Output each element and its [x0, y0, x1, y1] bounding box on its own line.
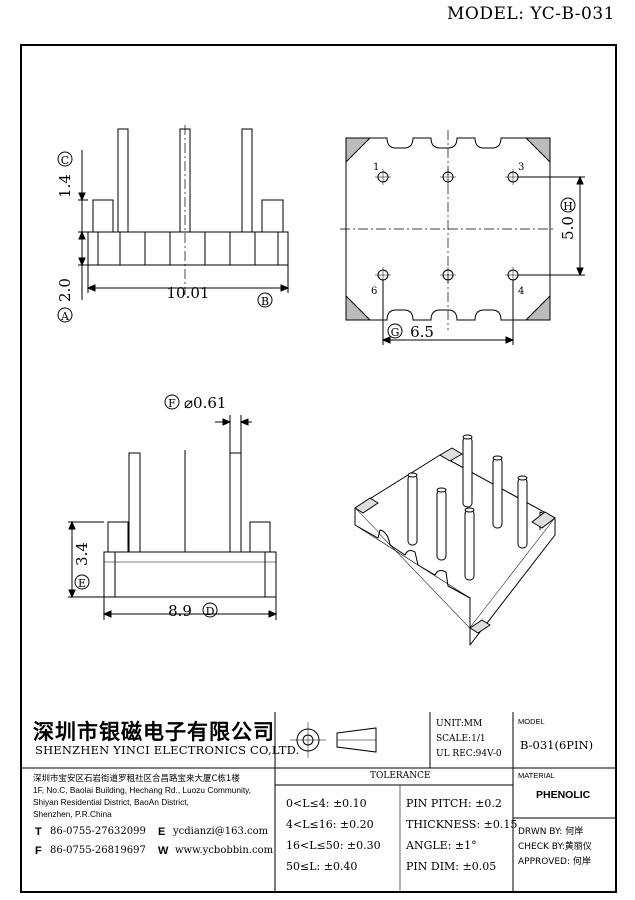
company-name-cn: 深圳市银磁电子有限公司: [33, 720, 275, 744]
tolerance-left-row: 16<L≤50: ±0.30: [286, 839, 381, 852]
label-c: C: [61, 154, 69, 167]
label-e: E: [78, 577, 86, 590]
top-view: [340, 130, 585, 345]
tolerance-left-row: 0<L≤4: ±0.10: [286, 797, 367, 810]
pin-3-label: 3: [518, 162, 524, 173]
phone-label: T: [35, 826, 42, 838]
dim-e-value: 3.4: [73, 542, 91, 566]
checked-by: CHECK BY:黄丽仪: [518, 842, 592, 852]
dim-width-value: 10.01: [167, 284, 210, 302]
pin-4-label: 4: [518, 286, 524, 297]
tolerance-left-row: 4<L≤16: ±0.20: [286, 818, 374, 831]
tolerance-left-row: 50≤L: ±0.40: [286, 860, 358, 873]
approved-by: APPROVED: 何岸: [518, 857, 591, 867]
email-value: ycdianzi@163.com: [173, 826, 269, 837]
model-title: MODEL: YC-B-031: [447, 4, 615, 24]
address-en-2: Shiyan Residential District, BaoAn Distr…: [33, 797, 189, 807]
phone-value: 86-0755-27632099: [50, 826, 146, 837]
material-label: MATERIAL: [518, 771, 555, 780]
front-view: [57, 125, 290, 323]
dim-a-value: 2.0: [56, 278, 74, 302]
tolerance-title: TOLERANCE: [370, 771, 431, 781]
side-view: [68, 394, 278, 620]
website-label: W: [158, 845, 169, 857]
pin-1-label: 1: [373, 162, 379, 173]
label-g: G: [391, 326, 400, 339]
title-block-lines: [21, 712, 616, 892]
dim-d-value: 8.9: [168, 602, 192, 620]
drawn-by: DRWN BY: 何岸: [518, 827, 584, 837]
tolerance-right-row: PIN DIM: ±0.05: [406, 860, 497, 873]
tolerance-left: 0<L≤4: ±0.10 4<L≤16: ±0.20 16<L≤50: ±0.3…: [286, 793, 381, 877]
dim-f-value: ⌀0.61: [184, 394, 226, 412]
fax-value: 86-0755-26819697: [50, 845, 146, 856]
unit-text: UNIT:MM: [436, 719, 483, 729]
label-b: B: [261, 295, 269, 308]
address-en-1: 1F, No.C, Baolai Building, Hechang Rd., …: [33, 785, 251, 795]
website-value: www.ycbobbin.com: [175, 845, 274, 856]
model-value: B-031(6PIN): [520, 738, 594, 752]
dim-c-value: 1.4: [56, 174, 74, 198]
tolerance-right-row: THICKNESS: ±0.15: [406, 818, 518, 831]
ul-text: UL REC:94V-0: [436, 749, 502, 759]
drawing-frame: [20, 44, 617, 893]
address-en-3: Shenzhen, P.R.China: [33, 809, 112, 819]
label-a: A: [60, 310, 70, 323]
label-h: H: [563, 200, 573, 213]
label-d: D: [206, 605, 215, 618]
fax-label: F: [35, 845, 42, 857]
material-value: PHENOLIC: [536, 789, 591, 801]
model-label: MODEL: [518, 717, 545, 726]
tolerance-right-row: ANGLE: ±1°: [406, 839, 477, 852]
address-cn: 深圳市宝安区石岩街道罗租社区合昌路宝来大厦C栋1楼: [33, 774, 240, 784]
tolerance-right: PIN PITCH: ±0.2 THICKNESS: ±0.15 ANGLE: …: [406, 793, 517, 877]
scale-text: SCALE:1/1: [436, 734, 486, 744]
label-f: F: [168, 397, 176, 410]
dim-g-value: 6.5: [410, 323, 434, 341]
pin-6-label: 6: [371, 286, 377, 297]
tolerance-right-row: PIN PITCH: ±0.2: [406, 797, 502, 810]
dim-h-value: 5.0: [559, 216, 577, 240]
email-label: E: [158, 826, 166, 838]
company-name-en: SHENZHEN YINCI ELECTRONICS CO,LTD.: [35, 743, 300, 757]
isometric-view: [354, 434, 556, 646]
